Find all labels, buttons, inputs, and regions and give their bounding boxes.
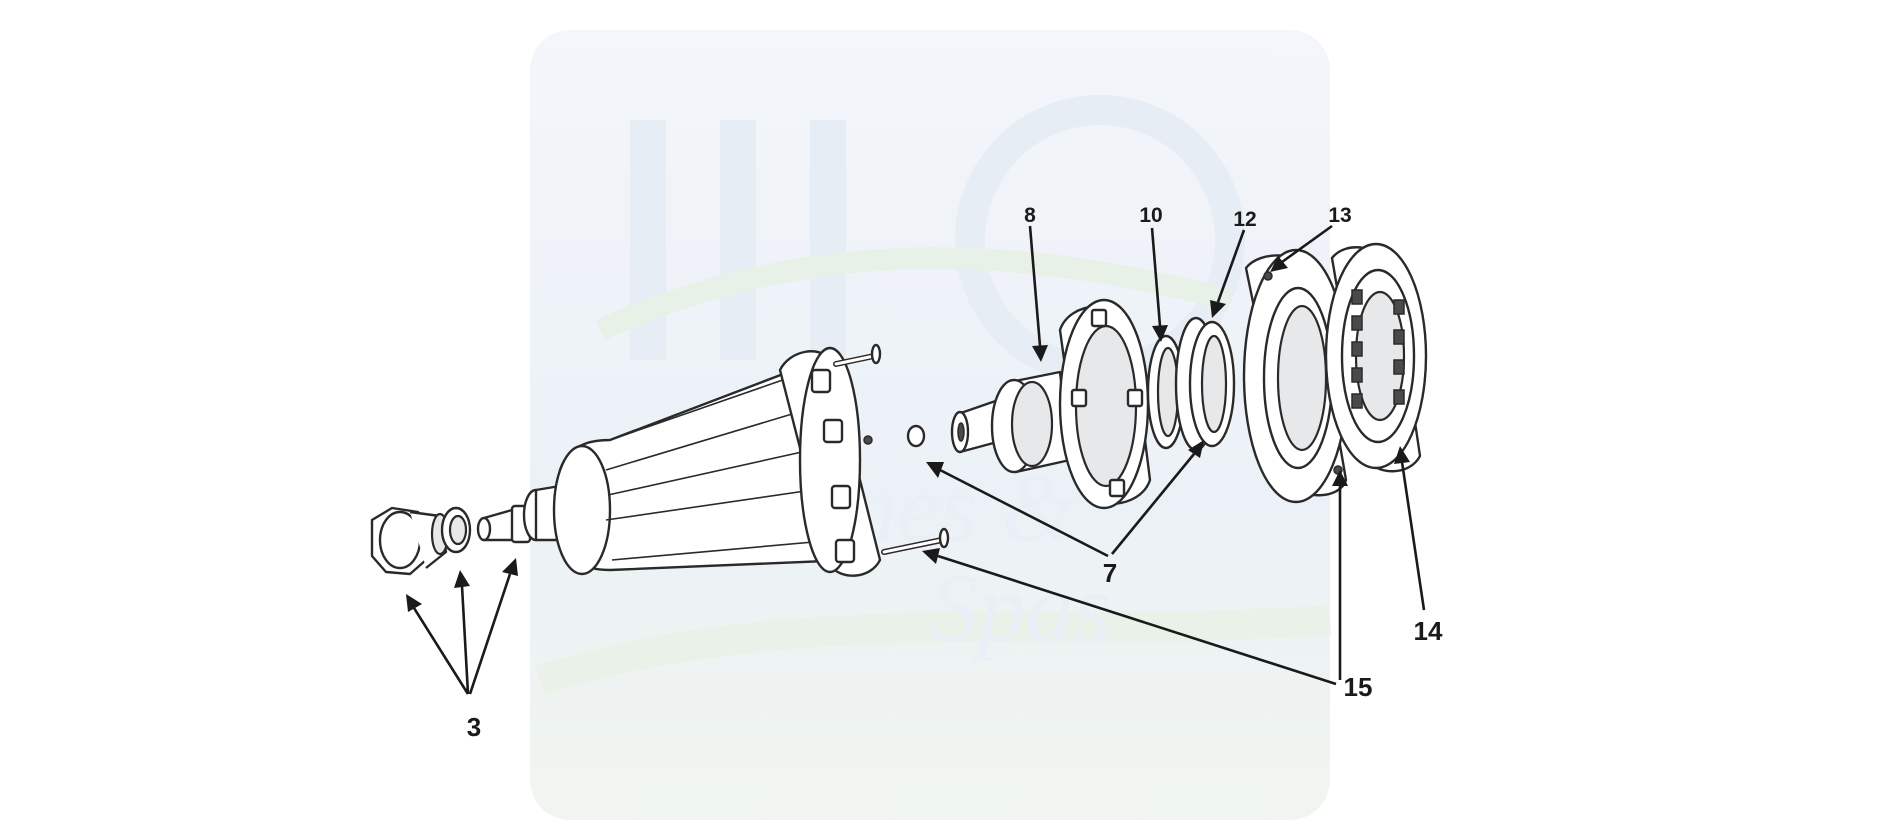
callout-10: 10: [1139, 204, 1162, 227]
leader-10: [1150, 227, 1162, 327]
conical-housing: [522, 346, 882, 577]
arrowhead-7b: [1188, 440, 1204, 458]
shaft-flange-assembly: [950, 298, 1152, 510]
leader-7b: [1110, 453, 1196, 555]
fitting: [476, 504, 532, 544]
seal-ring-10: [1146, 334, 1186, 450]
watermark-letter-h-right: [720, 120, 756, 360]
arrowhead-3c: [502, 558, 518, 576]
washer: [440, 506, 472, 554]
callout-labels: 3 7 8 10 12 13 14 15: [467, 204, 1443, 742]
callout-13: 13: [1328, 204, 1351, 227]
arrowhead-14: [1394, 446, 1410, 464]
leader-14: [1400, 461, 1426, 611]
pin-top: [833, 343, 882, 367]
watermark-logo: Pipelines & Spas: [530, 30, 1332, 820]
leader-3b: [460, 585, 470, 695]
arrowhead-15b: [1332, 470, 1348, 486]
leader-12: [1216, 229, 1246, 303]
callout-12: 12: [1233, 208, 1256, 231]
arrowhead-15a: [922, 548, 940, 564]
arrowhead-10: [1152, 325, 1168, 342]
leader-3c: [468, 573, 512, 695]
arrowhead-3b: [454, 570, 470, 588]
arrowhead-12: [1210, 300, 1226, 318]
watermark-letter-t: [810, 120, 846, 360]
part-3-assembly: [370, 504, 532, 576]
leader-15a: [937, 554, 1337, 686]
callout-7: 7: [1103, 558, 1117, 588]
arrowhead-7a: [926, 462, 944, 478]
small-o-ring: [906, 424, 926, 448]
watermark-wave: [535, 605, 1332, 695]
bearing-ring-14: [1324, 242, 1428, 473]
callout-3: 3: [467, 712, 481, 742]
leader-13: [1281, 224, 1333, 264]
callout-15: 15: [1344, 672, 1373, 702]
watermark-text-line2: Spas: [930, 554, 1111, 661]
leader-7a: [939, 468, 1109, 558]
watermark-swoosh: [595, 247, 1233, 341]
pin-bottom: [881, 527, 950, 555]
leader-3a: [412, 607, 470, 695]
leader-lines: [406, 224, 1426, 695]
leader-8: [1028, 225, 1042, 347]
arrowhead-13: [1270, 256, 1288, 272]
seal-ring-12: [1174, 316, 1236, 452]
hex-nut: [370, 506, 450, 576]
gasket-plate-13: [1242, 248, 1350, 504]
callout-14: 14: [1414, 616, 1443, 646]
arrowhead-8: [1032, 345, 1048, 362]
arrowhead-3a: [406, 594, 422, 612]
callout-8: 8: [1024, 204, 1036, 227]
